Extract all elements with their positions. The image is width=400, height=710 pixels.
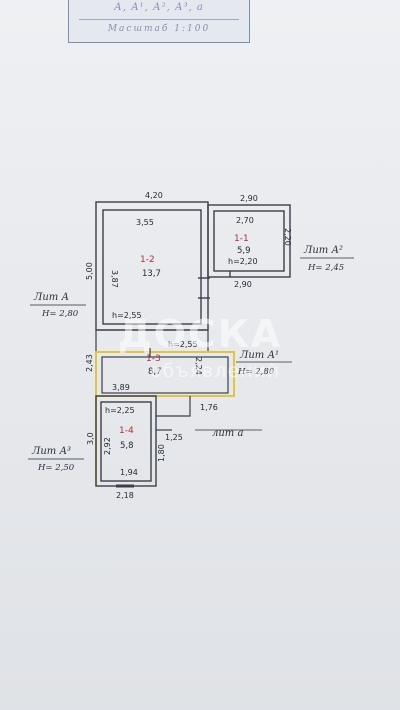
height-room-1-2: h=2,55: [112, 311, 142, 320]
room-1-1-inner-outline: [213, 210, 285, 272]
room-1-3-area: 8,7: [148, 367, 162, 377]
dim-section-4-right-inner: 1,80: [157, 444, 166, 462]
room-1-2-area: 13,7: [142, 269, 161, 279]
room-1-2-inner-outline: [102, 209, 202, 325]
stamp-divider: [79, 19, 239, 20]
stamp-code: А, А¹, А², А³, а: [114, 2, 204, 13]
dim-room-1-2-height: 3,87: [110, 270, 119, 288]
room-1-3-outline: [95, 351, 235, 397]
dim-left-overall: 5,00: [85, 262, 94, 280]
height-room-1-4: h=2,25: [105, 406, 135, 415]
room-1-3-number: 1-3: [146, 354, 161, 364]
dim-annex-height: 2,20: [283, 228, 292, 246]
dim-section-4-left-inner: 2,92: [103, 437, 112, 455]
watermark-title: ДОСКА: [117, 312, 283, 356]
room-1-1-number: 1-1: [234, 234, 249, 244]
dim-passage: 1,76: [200, 403, 218, 412]
room-1-4-inner-outline: [100, 401, 152, 482]
dim-top-annex: 2,90: [240, 194, 258, 203]
dim-room-1-2-width: 3,55: [136, 218, 154, 227]
room-1-2-number: 1-2: [140, 255, 155, 265]
height-middle: h=2,55: [168, 340, 198, 349]
label-lit-a2: Лит А²: [303, 245, 343, 256]
label-lit-a2-height: Н= 2,45: [307, 263, 344, 273]
watermark-subtitle: объявлений: [149, 360, 281, 382]
dim-room-1-4-bottom: 1,94: [120, 468, 138, 477]
room-1-1-outline: [207, 204, 291, 278]
dim-porch-width: 1,25: [165, 433, 183, 442]
height-annex: h=2,20: [228, 257, 258, 266]
stamp-scale: Масштаб 1:100: [107, 24, 211, 34]
dim-right-section-3: 2,24: [194, 357, 203, 375]
dim-annex-bottom: 2,90: [234, 280, 252, 289]
dim-left-section-3: 2,43: [85, 354, 94, 372]
label-lit-a: Лит А: [33, 292, 69, 303]
room-1-1-area: 5,9: [237, 246, 251, 256]
label-lit-a1: Лит А¹: [239, 350, 279, 361]
label-lit-a-small: лит а: [212, 428, 243, 439]
room-1-4-area: 5,8: [120, 441, 134, 451]
room-1-4-number: 1-4: [119, 426, 134, 436]
label-lit-a-height: Н= 2,80: [41, 309, 79, 319]
lit-a-porch: [156, 396, 191, 431]
room-1-3-inner-outline: [101, 356, 229, 394]
label-lit-a3: Лит А³: [31, 446, 71, 457]
label-lit-a3-height: Н= 2,50: [37, 463, 75, 473]
dim-bottom-overall: 2,18: [116, 491, 134, 500]
dim-section-4-left-outer: 3,0: [86, 432, 95, 445]
room-1-3-inner: [101, 348, 229, 394]
dim-top-main: 4,20: [145, 191, 163, 200]
stamp: А, А¹, А², А³, а Масштаб 1:100: [68, 0, 250, 43]
label-lit-a1-height: Н= 2,80: [237, 367, 275, 377]
lit-a3-walls: [95, 395, 157, 488]
dim-annex-width: 2,70: [236, 216, 254, 225]
dim-room-1-3-bottom: 3,89: [112, 383, 130, 392]
porch-outline: [156, 396, 191, 417]
lit-a2-walls: [207, 204, 291, 278]
